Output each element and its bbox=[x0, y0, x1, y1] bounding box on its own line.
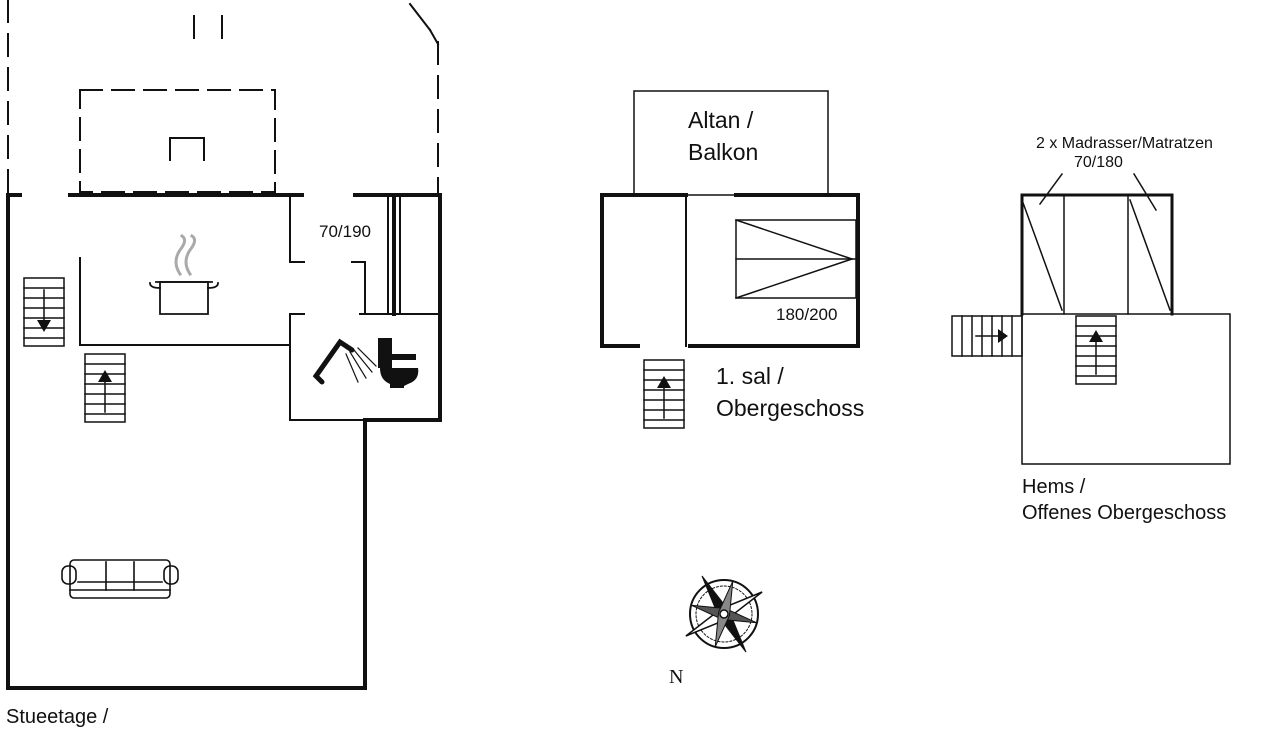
terrace-outline bbox=[7, 0, 439, 193]
loft-label-line1: Hems / bbox=[1022, 476, 1086, 498]
stairs-icon bbox=[23, 277, 65, 347]
balcony-label-line1: Altan / bbox=[688, 107, 754, 133]
stairs-icon bbox=[1075, 315, 1117, 385]
bed-icon bbox=[735, 219, 857, 299]
grill-icon bbox=[169, 137, 205, 161]
stairs-icon bbox=[84, 353, 126, 423]
first-floor-walls bbox=[600, 193, 860, 348]
shed-outline bbox=[79, 89, 276, 193]
balcony-label-line2: Balkon bbox=[688, 139, 759, 165]
first-floor-label-line2: Obergeschoss bbox=[716, 395, 865, 421]
loft-label: Hems / Offenes Obergeschoss bbox=[1022, 474, 1226, 526]
compass-rose-icon bbox=[685, 575, 763, 653]
first-floor-bed-size: 180/200 bbox=[776, 305, 838, 324]
compass-north-label: N bbox=[669, 666, 684, 688]
ground-inner-walls bbox=[79, 194, 441, 421]
cooking-pot-icon bbox=[149, 233, 219, 315]
stairs-icon bbox=[643, 359, 685, 429]
balcony-outline bbox=[633, 90, 829, 196]
ground-walls bbox=[6, 193, 442, 690]
first-floor-label: 1. sal / Obergeschoss bbox=[716, 360, 864, 424]
ground-floor-label: Stueetage / bbox=[6, 706, 109, 728]
terrace-corner bbox=[408, 2, 432, 32]
shower-icon bbox=[312, 338, 377, 385]
mattress-label-line1: 2 x Madrasser/Matratzen bbox=[1036, 135, 1213, 152]
mattress-label: 2 x Madrasser/Matratzen 70/180 bbox=[1036, 134, 1272, 172]
balcony-label: Altan / Balkon bbox=[688, 104, 758, 168]
sofa-icon bbox=[61, 559, 179, 599]
stairs-icon bbox=[951, 315, 1023, 357]
loft-open-area bbox=[1021, 313, 1231, 465]
loft-label-line2: Offenes Obergeschoss bbox=[1022, 502, 1227, 524]
ground-bed-size: 70/190 bbox=[319, 222, 371, 241]
mattress-label-line2: 70/180 bbox=[1074, 154, 1123, 171]
toilet-icon bbox=[378, 338, 419, 388]
first-floor-plan bbox=[600, 90, 860, 429]
loft-plan bbox=[951, 172, 1231, 465]
first-floor-label-line1: 1. sal / bbox=[716, 363, 784, 389]
ground-floor-plan bbox=[6, 0, 442, 690]
